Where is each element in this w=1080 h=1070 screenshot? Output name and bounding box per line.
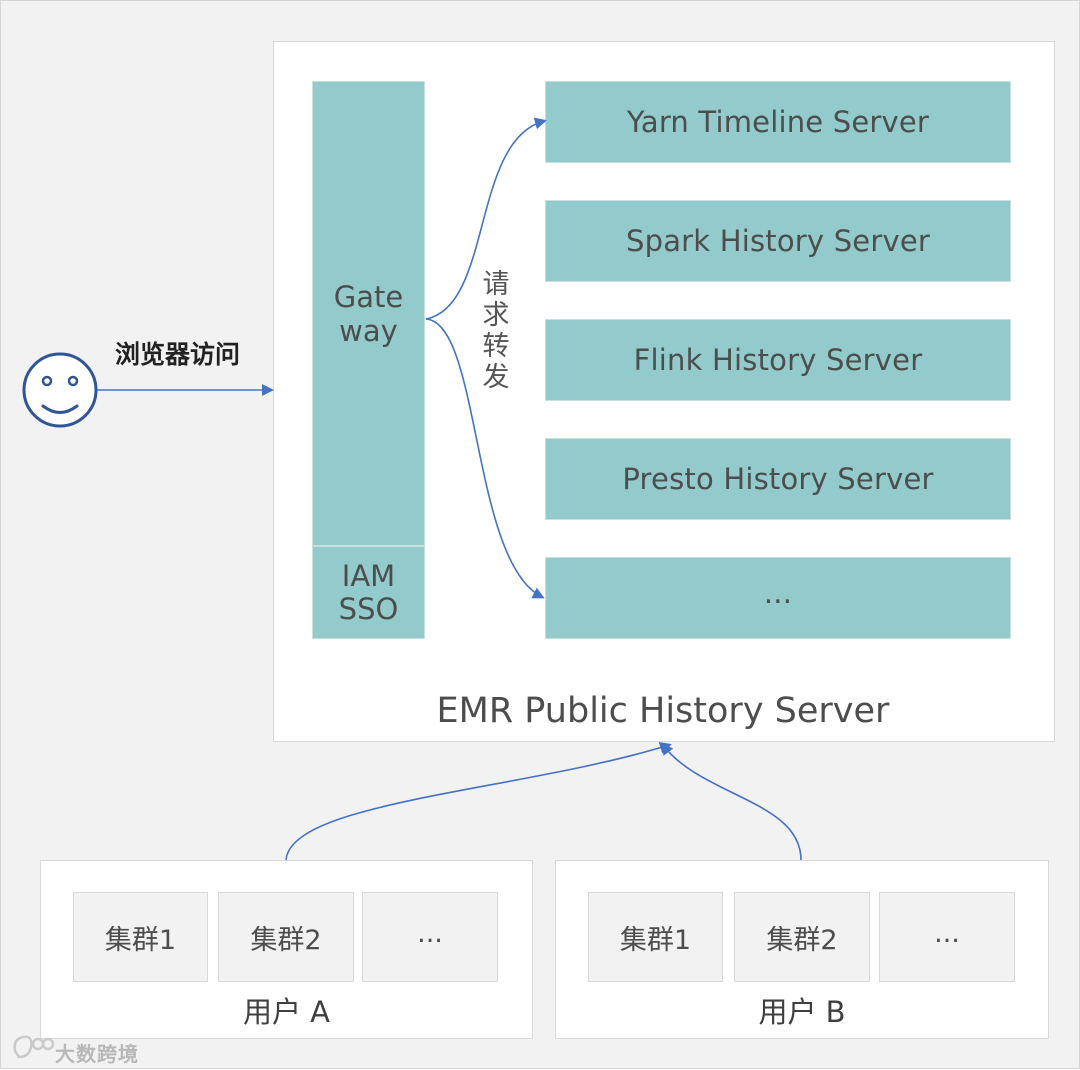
user-a-cluster-more: ... [362, 892, 498, 982]
watermark-logo-icon [13, 1035, 55, 1059]
cluster-label: ... [934, 917, 960, 949]
watermark-text: 大数跨境 [55, 1042, 139, 1066]
user-b-cluster-1: 集群1 [588, 892, 723, 982]
cluster-label: ... [417, 917, 443, 949]
smiley-face-icon [22, 352, 98, 428]
emr-panel-title: EMR Public History Server [436, 691, 890, 731]
gateway-label-line2: way [339, 313, 398, 348]
gateway-label-line1: Gate [333, 279, 404, 314]
auth-label-line2: SSO [338, 591, 399, 626]
user-a-cluster-2: 集群2 [218, 892, 354, 982]
iam-sso-box: IAM SSO [312, 546, 425, 639]
gateway-box: Gate way [312, 81, 425, 546]
browser-access-label: 浏览器访问 [115, 340, 241, 369]
server-label: Flink History Server [633, 343, 923, 377]
server-box-yarn-timeline: Yarn Timeline Server [545, 81, 1011, 163]
server-label: Yarn Timeline Server [626, 105, 930, 139]
user-a-connector [285, 741, 672, 861]
cluster-label: 集群2 [766, 924, 838, 956]
server-box-spark-history: Spark History Server [545, 200, 1011, 282]
cluster-label: 集群1 [104, 924, 177, 956]
user-a-cluster-1: 集群1 [73, 892, 208, 982]
user-a-label: 用户 A [242, 995, 331, 1029]
forward-char: 请 [482, 269, 510, 300]
user-b-label: 用户 B [758, 995, 846, 1029]
user-b-cluster-more: ... [879, 892, 1015, 982]
user-b-connector [661, 742, 802, 861]
forward-char: 转 [482, 331, 510, 362]
forward-label: 请 求 转 发 [479, 269, 513, 393]
forward-char: 求 [482, 300, 510, 331]
server-box-flink-history: Flink History Server [545, 319, 1011, 401]
server-box-more: ... [545, 557, 1011, 639]
server-label: Spark History Server [625, 224, 930, 258]
user-b-cluster-2: 集群2 [734, 892, 870, 982]
server-label: ... [763, 576, 793, 610]
forward-char: 发 [482, 362, 510, 393]
cluster-label: 集群1 [619, 924, 692, 956]
cluster-label: 集群2 [250, 924, 322, 956]
server-box-presto-history: Presto History Server [545, 438, 1011, 520]
server-label: Presto History Server [622, 462, 934, 496]
auth-label-line1: IAM [341, 558, 396, 593]
